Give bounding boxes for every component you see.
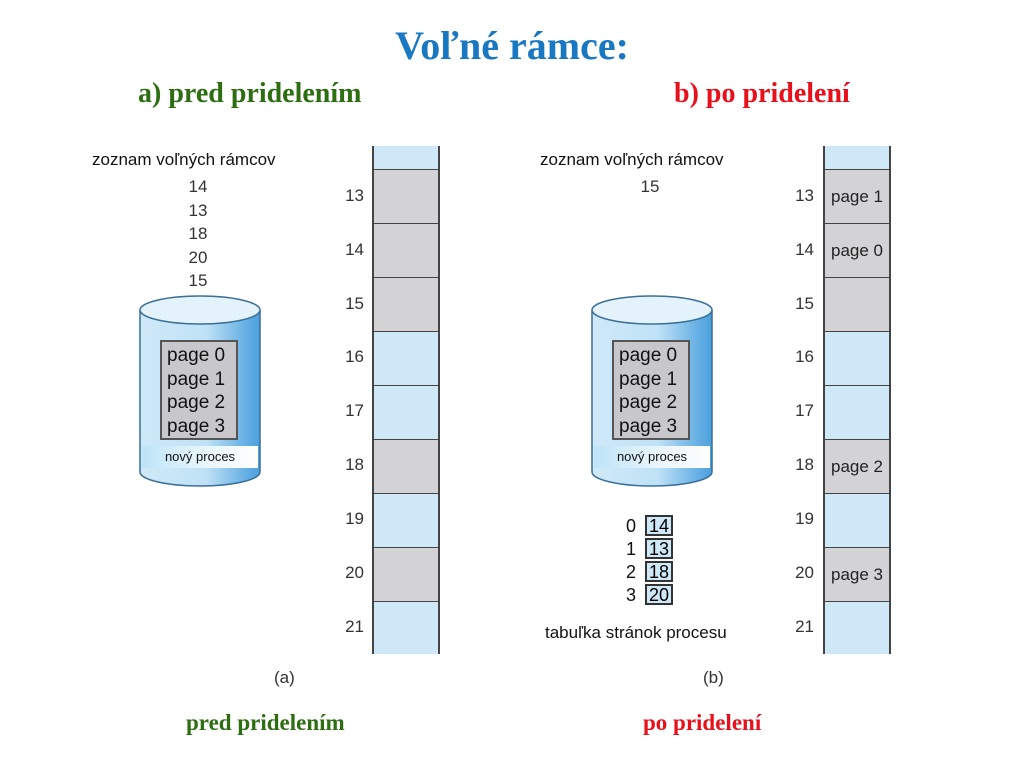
- memory-frame: [824, 602, 890, 654]
- memory-frame: [373, 170, 439, 224]
- memory-frame: [824, 146, 890, 170]
- memory-frame: page 0: [824, 224, 890, 278]
- disk-cylinder-icon: [591, 295, 713, 487]
- frame-number: 14: [345, 240, 364, 259]
- free-list-item: 13: [188, 200, 208, 220]
- subtitle-before: a) pred pridelením: [138, 78, 362, 109]
- page-table-label: tabuľka stránok procesu: [545, 623, 727, 642]
- memory-frame: [824, 494, 890, 548]
- caption-b: (b): [703, 668, 724, 687]
- memory-frame: [373, 224, 439, 278]
- bottom-label-b: po pridelení: [643, 710, 762, 735]
- memory-frame: [373, 494, 439, 548]
- frame-number: 16: [795, 347, 814, 366]
- page-item: page 1: [619, 368, 678, 390]
- subtitle-after: b) po pridelení: [674, 78, 850, 109]
- free-list-item: 15: [640, 177, 660, 196]
- memory-frame: [373, 332, 439, 386]
- panel-a: zoznam voľných rámcov 14 13 18 20 15 pag…: [92, 146, 440, 735]
- page-item: page 2: [619, 392, 678, 413]
- free-list-item: 14: [188, 177, 208, 196]
- frame-number: 19: [345, 509, 364, 528]
- free-list-item: 18: [188, 224, 208, 243]
- memory-frame: page 2: [824, 440, 890, 494]
- free-list-label: zoznam voľných rámcov: [92, 150, 276, 169]
- frame-number: 17: [345, 401, 364, 420]
- page-table-index: 1: [626, 539, 637, 559]
- frame-number: 16: [345, 347, 364, 366]
- page-table-index: 3: [626, 585, 637, 605]
- frame-number: 21: [795, 617, 814, 636]
- process-pages: page 0 page 1 page 2 page 3: [612, 340, 690, 440]
- process-pages: page 0 page 1 page 2 page 3: [160, 340, 238, 440]
- page-item: page 3: [167, 415, 226, 437]
- memory-frame: [824, 332, 890, 386]
- new-process-label: nový proces: [594, 446, 710, 468]
- bottom-label-a: pred pridelením: [186, 710, 345, 735]
- free-list-label: zoznam voľných rámcov: [540, 150, 724, 169]
- memory-frame: [824, 278, 890, 332]
- page-item: page 0: [167, 345, 226, 366]
- memory-frame: [373, 440, 439, 494]
- frame-number: 20: [345, 563, 364, 582]
- memory-frame: [373, 146, 439, 170]
- frame-number: 14: [795, 240, 814, 259]
- page-item: page 1: [167, 368, 226, 390]
- frame-number: 15: [345, 294, 364, 313]
- memory-frames-a: [372, 146, 440, 654]
- free-list-item: 15: [188, 271, 208, 290]
- memory-frame: [373, 278, 439, 332]
- free-list-item: 20: [188, 247, 208, 267]
- free-list: 14 13 18 20 15: [178, 175, 218, 293]
- page-table-index: 2: [626, 562, 637, 582]
- memory-frame: page 3: [824, 548, 890, 602]
- frame-number: 19: [795, 509, 814, 528]
- memory-frame: [824, 386, 890, 440]
- memory-frame: [373, 602, 439, 654]
- frame-number: 18: [795, 455, 814, 474]
- page-item: page 0: [619, 345, 678, 366]
- memory-frame: [373, 548, 439, 602]
- page-item: page 2: [167, 392, 226, 413]
- frame-number: 13: [795, 186, 814, 205]
- page-table-entry: 13: [645, 538, 673, 559]
- frame-number: 21: [345, 617, 364, 636]
- frame-number: 18: [345, 455, 364, 474]
- memory-frame: page 1: [824, 170, 890, 224]
- memory-frames-b: page 1 page 0 page 2 page 3: [823, 146, 891, 654]
- page-table-index: 0: [626, 516, 637, 536]
- page-title: Voľné rámce:: [395, 23, 629, 68]
- new-process-label: nový proces: [142, 446, 258, 468]
- frame-number: 17: [795, 401, 814, 420]
- page-table-entry: 20: [645, 584, 673, 605]
- frame-number: 20: [795, 563, 814, 582]
- page-item: page 3: [619, 415, 678, 437]
- page-table-entry: 14: [645, 515, 673, 536]
- frame-number: 15: [795, 294, 814, 313]
- memory-frame: [373, 386, 439, 440]
- caption-a: (a): [274, 668, 295, 687]
- frame-number: 13: [345, 186, 364, 205]
- page-table-entry: 18: [645, 561, 673, 582]
